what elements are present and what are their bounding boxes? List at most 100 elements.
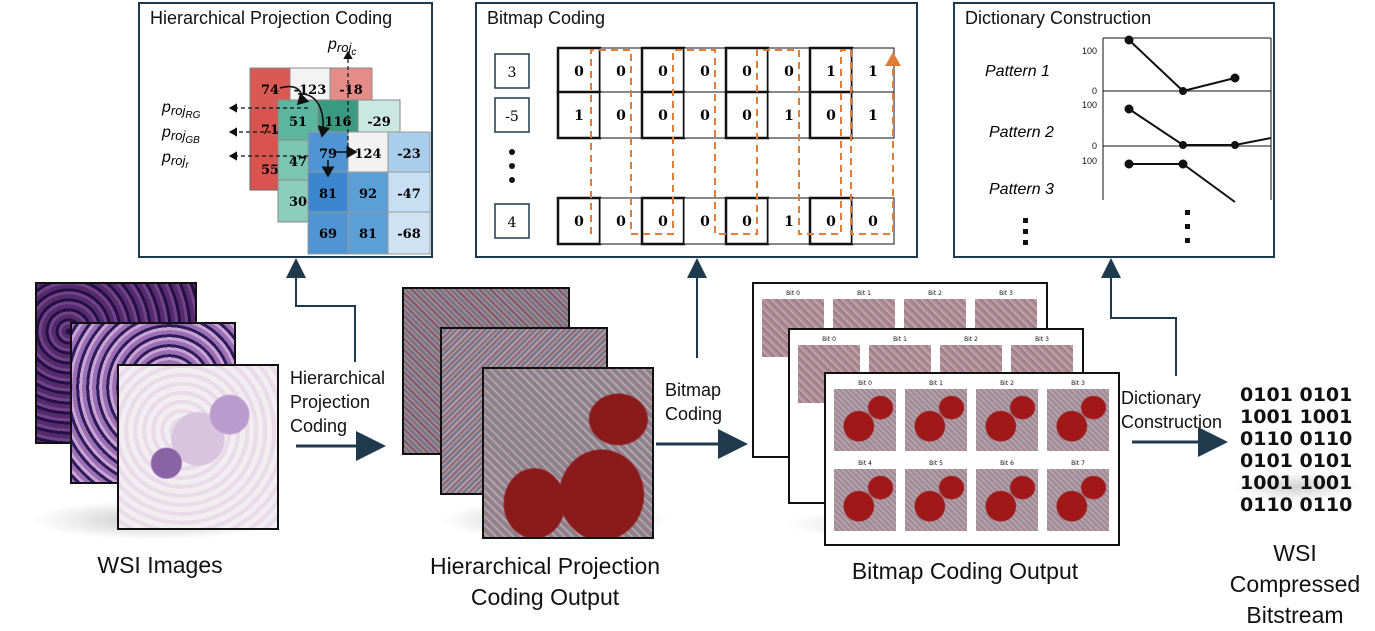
bit-cell <box>556 46 602 96</box>
blue-cell-8: 81 <box>359 227 377 242</box>
bit-value: 0 <box>742 64 752 80</box>
blue-channel-grid: 79 124 -23 81 92 -47 69 81 -68 <box>307 131 431 255</box>
pattern-3-label: Pattern 3 <box>989 181 1054 198</box>
bit-value: 0 <box>700 64 710 80</box>
bit-cell <box>599 91 643 139</box>
bit-cell <box>767 47 811 95</box>
bit-cell <box>599 47 643 95</box>
bit-tile-label: Bit 1 <box>929 380 943 387</box>
blue-cell-9: -68 <box>397 227 421 242</box>
value-box-1: 3 <box>508 65 517 81</box>
bit-cell <box>808 46 854 96</box>
bit-tile <box>1047 469 1109 531</box>
pattern-1-curve <box>1124 35 1240 95</box>
hpc-output-front <box>482 367 654 539</box>
bit-tile-label: Bit 2 <box>1000 380 1014 387</box>
red-side-value: 55 <box>261 163 279 178</box>
hpc-panel-title: Hierarchical Projection Coding <box>150 8 393 28</box>
bit-value: 0 <box>784 64 794 80</box>
bit-value: 0 <box>574 64 584 80</box>
red-cell-3: -18 <box>339 83 363 98</box>
bit-value: 0 <box>658 108 668 124</box>
bit-cell <box>556 196 602 246</box>
bit-cell <box>683 91 727 139</box>
bit-value: 0 <box>700 214 710 230</box>
svg-text:0: 0 <box>1092 86 1097 96</box>
svg-text:projc: projc <box>327 36 356 58</box>
red-cell-1: 74 <box>261 83 279 98</box>
step-label-dictionary: Dictionary Construction <box>1121 388 1223 432</box>
dictionary-panel-title: Dictionary Construction <box>965 8 1152 28</box>
pattern-1-label: Pattern 1 <box>985 63 1050 80</box>
svg-text:projr: projr <box>161 149 189 171</box>
bit-tile-label: Bit 4 <box>858 460 872 467</box>
bit-cell <box>640 196 686 246</box>
blue-cell-7: 69 <box>319 227 337 242</box>
pattern-2-label: Pattern 2 <box>989 124 1054 141</box>
bit-tile <box>905 389 967 451</box>
bit-cell <box>767 91 811 139</box>
hpc-diagram: 74 -123 -18 55 51 116 -29 71 47 30 <box>161 36 431 255</box>
wsi-image-front <box>117 364 279 530</box>
caption-hpc-output: Hierarchical Projection Coding Output <box>429 553 661 610</box>
projection-labels: projc projRG projGB projr <box>161 36 356 171</box>
bit-tile <box>834 469 896 531</box>
bit-value: 0 <box>658 214 668 230</box>
svg-text:projRG: projRG <box>161 99 201 121</box>
step-label-bitmap: Bitmap Coding <box>665 380 723 424</box>
green-cell-1: 51 <box>289 115 307 130</box>
green-cell-3: -29 <box>367 115 391 130</box>
bit-value: 1 <box>868 64 878 80</box>
blue-cell-1: 79 <box>319 147 337 162</box>
bit-value: 0 <box>700 108 710 124</box>
bit-tile-label: Bit 1 <box>857 290 871 297</box>
bit-tile-label: Bit 6 <box>1000 460 1014 467</box>
blue-cell-2: 124 <box>354 147 381 162</box>
svg-text:100: 100 <box>1082 156 1097 166</box>
bit-cell <box>556 90 602 140</box>
bit-cell <box>851 91 895 139</box>
bitmap-panel-title: Bitmap Coding <box>487 8 606 28</box>
bit-value: 0 <box>574 214 584 230</box>
bit-cell <box>683 197 727 245</box>
bit-value: 0 <box>826 108 836 124</box>
wsi-image-stack <box>0 280 290 540</box>
bit-value: 0 <box>658 64 668 80</box>
bit-tile-label: Bit 0 <box>822 336 836 343</box>
bit-value: 1 <box>868 108 878 124</box>
bit-value: 0 <box>826 214 836 230</box>
bit-tile-label: Bit 1 <box>893 336 907 343</box>
bit-tile-label: Bit 7 <box>1071 460 1085 467</box>
hpc-panel: Hierarchical Projection Coding 74 -123 -… <box>138 2 433 258</box>
green-cell-5: 47 <box>289 155 307 170</box>
bit-tile-label: Bit 0 <box>858 380 872 387</box>
bit-value: 1 <box>784 214 794 230</box>
bit-value: 0 <box>616 214 626 230</box>
compressed-bitstream: 0101 0101 1001 1001 0110 0110 0101 0101 … <box>1232 382 1372 516</box>
bit-tile-label: Bit 3 <box>999 290 1013 297</box>
bit-value: 0 <box>742 214 752 230</box>
bit-tile-label: Bit 3 <box>1071 380 1085 387</box>
bit-tile <box>905 469 967 531</box>
hpc-output-stack <box>400 285 670 540</box>
svg-text:projGB: projGB <box>161 124 200 146</box>
bit-tile <box>1047 389 1109 451</box>
bit-tile-label: Bit 3 <box>1035 336 1049 343</box>
bit-tile-label: Bit 2 <box>964 336 978 343</box>
bit-tile-label: Bit 0 <box>786 290 800 297</box>
pattern-3-curve <box>1124 159 1236 203</box>
blue-cell-3: -23 <box>397 147 421 162</box>
bit-value: 0 <box>868 214 878 230</box>
value-box-3: 4 <box>508 215 517 231</box>
dictionary-panel: Dictionary Construction Pattern 1 Patter… <box>953 2 1275 258</box>
green-cell-6: 30 <box>289 195 307 210</box>
bit-tile <box>976 389 1038 451</box>
green-cell-2: 116 <box>324 115 351 130</box>
bitstream-text: 0101 0101 1001 1001 0110 0110 0101 0101 … <box>1240 384 1353 516</box>
bit-cell <box>724 90 770 140</box>
bit-cell <box>683 47 727 95</box>
